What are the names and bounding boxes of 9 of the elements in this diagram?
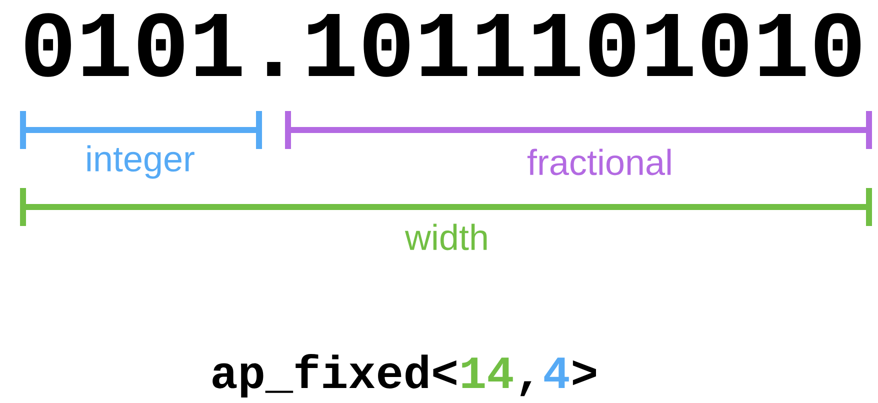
type-name: > (572, 360, 596, 386)
dimension-label: width (404, 224, 487, 250)
dimension-label: fractional (527, 148, 671, 176)
bit-string: 0101.1011101010 (25, 13, 861, 77)
type-name: 4 (544, 358, 569, 388)
type-name: ap_fixed< (212, 354, 456, 398)
type-name: , (520, 381, 532, 396)
dimension-label: integer (87, 145, 194, 179)
type-name: 14 (462, 358, 513, 388)
